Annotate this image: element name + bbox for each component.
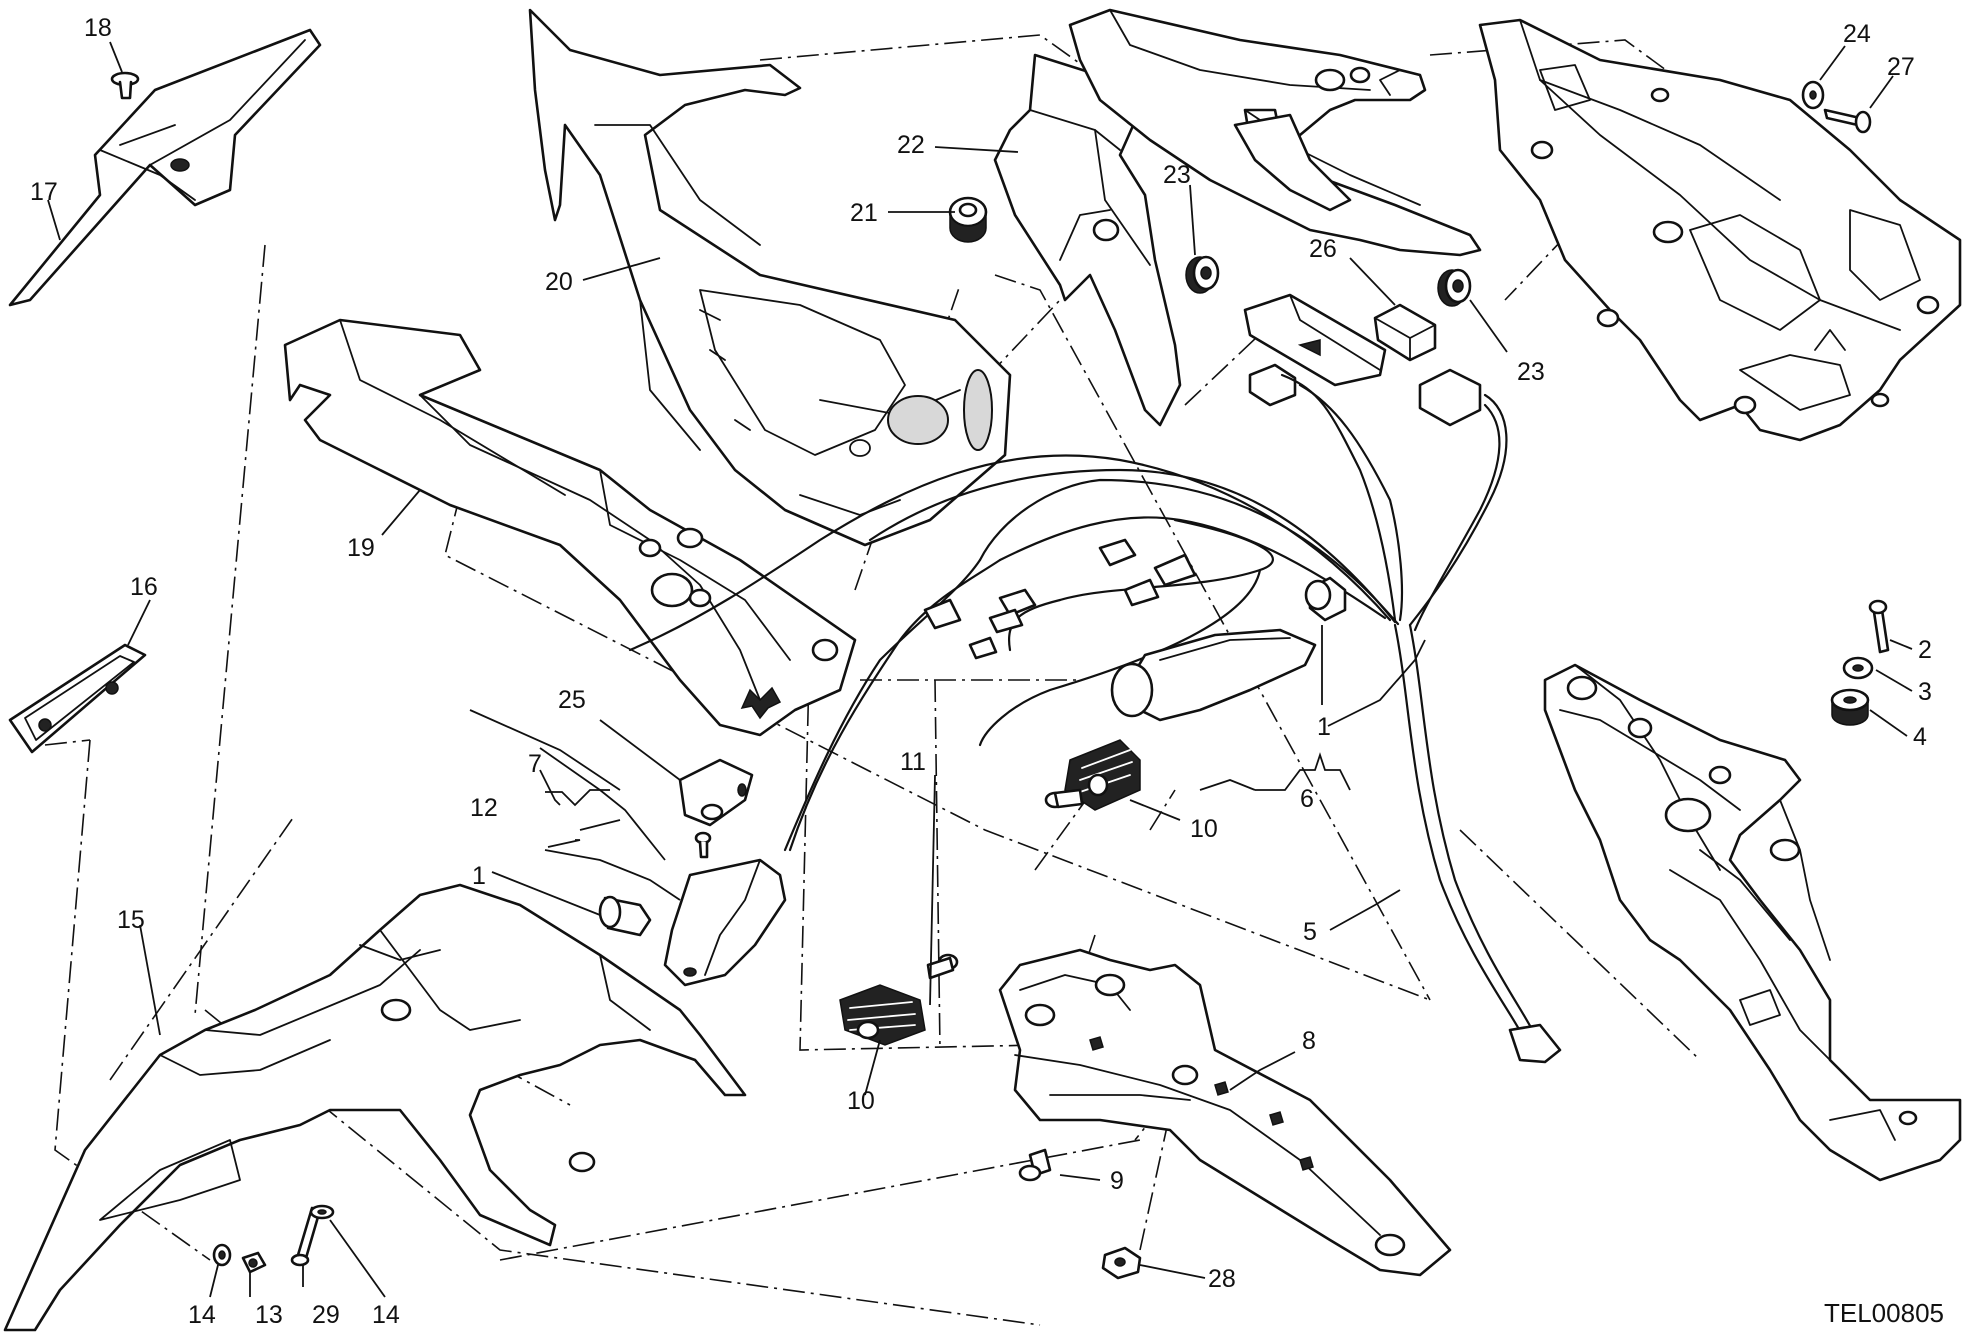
callout-9: 9 — [1110, 1167, 1124, 1195]
leader-lines — [47, 41, 1913, 1298]
callout-3: 3 — [1918, 678, 1932, 706]
callout-22: 22 — [897, 131, 925, 159]
part-rear-subframe — [1478, 18, 1962, 442]
callout-7: 7 — [528, 750, 542, 778]
part-23-grommet-b — [1437, 268, 1472, 307]
callout-19: 19 — [347, 534, 375, 562]
part-7-screw — [694, 831, 712, 859]
part-17-plate-bracket — [8, 28, 322, 307]
callout-14-left: 14 — [188, 1301, 216, 1329]
callout-4: 4 — [1913, 723, 1927, 751]
part-6-indicator — [1110, 628, 1317, 722]
callout-23-top: 23 — [1163, 161, 1191, 189]
callout-15: 15 — [117, 906, 145, 934]
callout-11: 11 — [900, 748, 926, 776]
callout-27: 27 — [1887, 53, 1915, 81]
part-4-grommet — [1830, 688, 1870, 726]
part-24-washer — [1801, 80, 1825, 110]
part-12-tail-light — [663, 858, 787, 987]
callout-2: 2 — [1918, 636, 1932, 664]
callout-labels: 18 17 16 19 20 21 22 23 26 23 24 27 2 3 … — [30, 14, 1932, 1329]
part-25-bracket — [678, 758, 754, 827]
callout-14-right: 14 — [372, 1301, 400, 1329]
part-11-screw-b — [926, 953, 959, 980]
part-21-grommet — [948, 196, 988, 243]
part-3-washer — [1842, 656, 1874, 680]
part-19-undertray — [283, 318, 857, 737]
callout-18: 18 — [84, 14, 112, 42]
part-tail-unit — [1068, 8, 1482, 257]
part-14-washer-a — [212, 1243, 232, 1267]
part-8-plate-holder — [998, 948, 1452, 1277]
part-1-bulb-right — [1304, 576, 1347, 622]
part-13-nut — [241, 1251, 267, 1274]
callout-17: 17 — [30, 178, 58, 206]
part-27-screw — [1823, 108, 1872, 134]
callout-8: 8 — [1302, 1027, 1316, 1055]
callout-26: 26 — [1309, 235, 1337, 263]
callout-12: 12 — [470, 794, 498, 822]
part-11-screw-a — [1044, 788, 1084, 809]
callout-10-top: 10 — [1190, 815, 1218, 843]
callout-28: 28 — [1208, 1265, 1236, 1293]
callout-6: 6 — [1300, 785, 1314, 813]
part-9-screw — [1018, 1148, 1052, 1182]
part-23-grommet-a — [1185, 255, 1220, 294]
callout-13: 13 — [255, 1301, 283, 1329]
callout-5: 5 — [1303, 918, 1317, 946]
callout-1-left: 1 — [472, 862, 486, 890]
part-1-bulb-left — [598, 895, 652, 937]
part-connector-block — [1243, 293, 1387, 387]
part-14-washer-b — [309, 1204, 335, 1220]
part-18-screw — [110, 71, 140, 100]
callout-24: 24 — [1843, 20, 1871, 48]
callout-23-right: 23 — [1517, 358, 1545, 386]
part-20-tail-fairing — [528, 8, 1012, 547]
part-28-nut — [1101, 1246, 1142, 1280]
part-15-mudguard — [3, 883, 747, 1332]
callout-16: 16 — [130, 573, 158, 601]
part-29-screw — [290, 1206, 322, 1267]
callout-21: 21 — [850, 199, 878, 227]
part-10-rubber-mount-b — [839, 984, 926, 1046]
part-rear-frame — [1543, 663, 1962, 1182]
part-5-wiring-harness — [628, 373, 1562, 1064]
callout-10-bottom: 10 — [847, 1087, 875, 1115]
callout-25: 25 — [558, 686, 586, 714]
callout-20: 20 — [545, 268, 573, 296]
callout-1-right: 1 — [1317, 713, 1331, 741]
callout-29: 29 — [312, 1301, 340, 1329]
diagram-reference-code: TEL00805 — [1824, 1298, 1944, 1328]
part-2-screw — [1868, 599, 1890, 654]
part-26-relay — [1373, 303, 1437, 362]
part-10-rubber-mount-a — [1064, 739, 1141, 811]
part-16-plate-light — [8, 643, 147, 754]
